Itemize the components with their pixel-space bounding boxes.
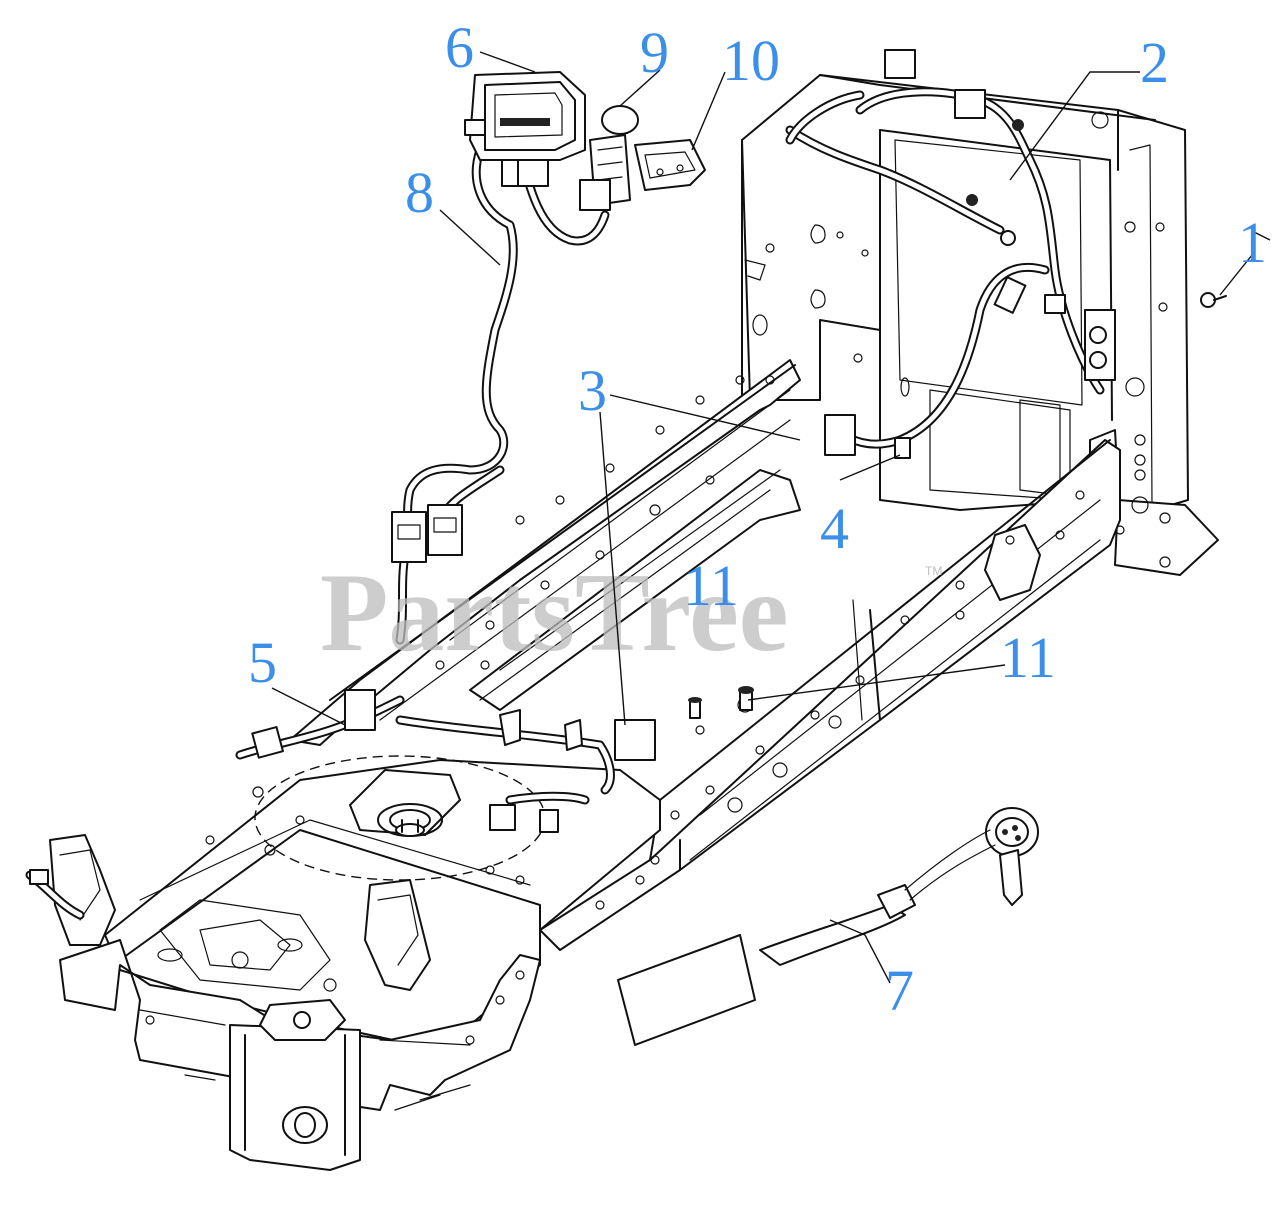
callout-4: 4 (820, 496, 849, 561)
watermark-trademark: TM (925, 564, 942, 578)
callout-3: 3 (578, 358, 607, 423)
main-wire-harness-8 (391, 91, 610, 645)
leader-5 (271, 687, 346, 726)
leader-3-upper (609, 394, 801, 441)
leader-1-tick (1253, 231, 1271, 241)
main-frame-rails (289, 359, 1121, 951)
front-axle-support (59, 899, 541, 1171)
leader-9 (619, 69, 661, 107)
callout-labels: 1 2 3 4 5 6 7 8 9 10 11 11 (248, 15, 1267, 1023)
watermark: PartsTree TM (320, 551, 942, 675)
leader-8 (439, 209, 501, 266)
callout-8: 8 (405, 160, 434, 225)
callout-5: 5 (248, 630, 277, 695)
callout-11b: 11 (1000, 625, 1056, 690)
callout-11a: 11 (683, 553, 739, 618)
leader-6 (479, 51, 536, 73)
item-9-ignition-switch (579, 105, 639, 211)
leader-2 (1009, 71, 1140, 181)
leader-4 (839, 454, 901, 481)
item-7-ignition-key (617, 807, 1039, 1046)
callout-7: 7 (885, 958, 914, 1023)
watermark-text: PartsTree (320, 551, 789, 675)
wiring-harness (235, 49, 1227, 833)
item-6-switch-housing (464, 71, 586, 161)
leader-1 (1219, 254, 1253, 296)
leader-10 (691, 71, 726, 151)
callout-1: 1 (1238, 210, 1267, 275)
leader-lines (271, 51, 1271, 984)
leader-3-lower (599, 411, 626, 726)
item-10-switch-bracket (634, 139, 706, 191)
callout-6: 6 (445, 15, 474, 80)
callout-9: 9 (640, 20, 669, 85)
leader-11b (747, 664, 1006, 701)
callout-10: 10 (722, 28, 780, 93)
front-brackets (25, 834, 431, 991)
leader-7 (829, 919, 891, 984)
callout-2: 2 (1140, 30, 1169, 95)
